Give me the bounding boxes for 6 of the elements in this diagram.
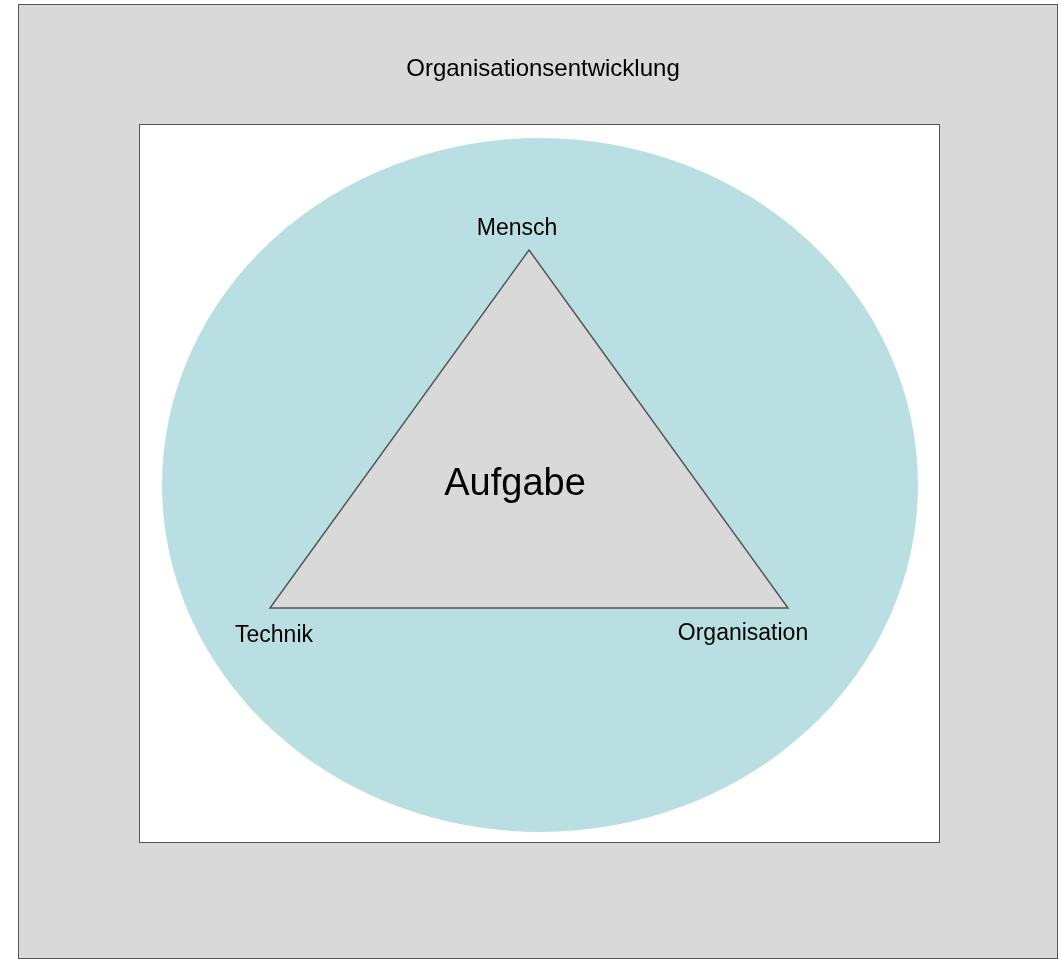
panel-title: Organisationsentwicklung (406, 54, 680, 82)
corner-label: Technik (235, 620, 313, 648)
center-label: Aufgabe (444, 460, 586, 504)
outer-panel (18, 4, 1058, 959)
corner-label: Organisation (677, 618, 809, 646)
corner-label: Mensch (476, 213, 558, 241)
